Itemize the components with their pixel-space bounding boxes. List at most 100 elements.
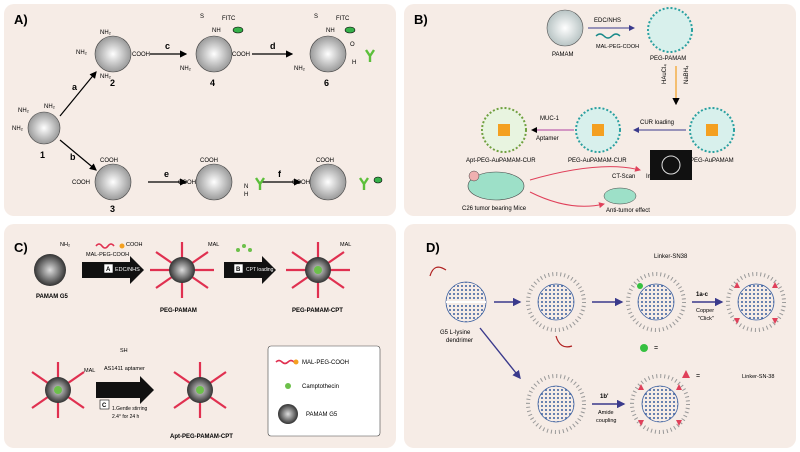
label-arrow-e: d bbox=[270, 41, 276, 51]
label-nh2: NH₂ bbox=[60, 242, 70, 248]
cpt-core-2 bbox=[54, 386, 62, 394]
compound-6: 6 bbox=[324, 78, 329, 88]
sn38-conjugate bbox=[726, 272, 786, 332]
label-malpeg: MAL-PEG-COOH bbox=[596, 44, 639, 50]
label-edc: EDC/NHS bbox=[594, 18, 621, 24]
label-pegaupamamcur: PEG-AuPAMAM-CUR bbox=[568, 158, 627, 164]
group-cooh-6: COOH bbox=[200, 158, 218, 164]
label-apt: Apt-PEG-AuPAMAM-CUR bbox=[466, 158, 536, 164]
group-nh-1: NH bbox=[212, 28, 221, 34]
azide-dot bbox=[637, 283, 643, 289]
label-haucl4: HAuCl₄ bbox=[662, 64, 668, 84]
cpt-dot-3 bbox=[248, 248, 252, 252]
group-cooh-3: COOH bbox=[100, 158, 118, 164]
arrow-d4 bbox=[479, 327, 521, 380]
label-copper: Copper bbox=[696, 308, 714, 314]
pamam-g5 bbox=[34, 254, 66, 286]
compound-2: 2 bbox=[110, 78, 115, 88]
arrow-b bbox=[59, 139, 97, 171]
label-step1: 1a-c bbox=[696, 292, 709, 298]
legend-triangle bbox=[682, 370, 690, 378]
label-arrow-b: b bbox=[70, 152, 76, 162]
group-fitc-2: FITC bbox=[336, 16, 350, 22]
label-antitumor: Anti-tumor effect bbox=[606, 208, 650, 214]
label-click: "Click" bbox=[698, 316, 714, 322]
triangle-marker-5 bbox=[638, 384, 644, 390]
label-ctscan: CT-Scan bbox=[612, 174, 635, 180]
legend-peg-chain bbox=[275, 359, 295, 365]
dendrimer-4 bbox=[195, 35, 233, 73]
pamam-dendrimer bbox=[546, 9, 584, 47]
label-step-c: C bbox=[102, 403, 107, 409]
amide-conjugate bbox=[630, 374, 690, 434]
cpt-dot-1 bbox=[236, 248, 240, 252]
au-core-3 bbox=[498, 124, 510, 136]
group-cooh-8: COOH bbox=[316, 158, 334, 164]
peg-pamam bbox=[647, 7, 693, 53]
legend-label-2: Camptothecin bbox=[302, 384, 339, 390]
malpeg-chain bbox=[595, 33, 621, 39]
label-eq2: = bbox=[696, 373, 700, 380]
compound-3: 3 bbox=[110, 204, 115, 214]
cpt-core bbox=[314, 266, 322, 274]
panel-b-label: B) bbox=[414, 12, 428, 27]
group-nh-2: NH bbox=[326, 28, 335, 34]
group-n-1: N bbox=[244, 184, 248, 190]
triangle-marker-3 bbox=[734, 318, 740, 324]
label-coupling: coupling bbox=[596, 418, 617, 424]
compound-4: 4 bbox=[210, 78, 215, 88]
label-temp: 2.4° for 24 h bbox=[112, 414, 140, 420]
label-linker2: Linker-SN-38 bbox=[742, 374, 774, 380]
triangle-marker-1 bbox=[734, 282, 740, 288]
arrow-step-c bbox=[96, 376, 154, 404]
label-nabh4: NaBH₄ bbox=[684, 65, 690, 84]
label-aptamer: Aptamer bbox=[536, 136, 559, 142]
triangle-marker-2 bbox=[772, 282, 778, 288]
group-h-1: H bbox=[352, 60, 356, 66]
ligand-y-3 bbox=[359, 177, 369, 190]
group-cooh-7: COOH bbox=[292, 180, 310, 186]
au-core-2 bbox=[592, 124, 604, 136]
group-s-1: S bbox=[200, 14, 204, 20]
dendrimer-7 bbox=[309, 163, 347, 201]
fitc-marker-2 bbox=[344, 26, 356, 34]
cpt-core-3 bbox=[196, 386, 204, 394]
label-pamam: PAMAM bbox=[552, 52, 574, 58]
fitc-marker-1 bbox=[232, 26, 244, 34]
label-arrow-c: c bbox=[165, 41, 170, 51]
group-nh2-5: NH₂ bbox=[12, 126, 24, 132]
mouse-icon bbox=[467, 171, 525, 201]
label-g5: G5 L-lysine bbox=[440, 330, 471, 336]
box-step-a bbox=[103, 263, 114, 274]
panel-d-label: D) bbox=[426, 240, 440, 255]
box-step-c bbox=[99, 399, 110, 410]
label-as1411: AS1411 aptamer bbox=[104, 366, 145, 372]
group-nh2-7: NH₂ bbox=[180, 66, 192, 72]
label-cpt: CPT loading bbox=[246, 267, 274, 273]
label-aptpeg: Apt-PEG-PAMAM-CPT bbox=[170, 434, 233, 440]
triangle-marker-7 bbox=[638, 420, 644, 426]
group-cooh-5: COOH bbox=[178, 180, 196, 186]
azide-dendrimer bbox=[626, 272, 686, 332]
dendrimer-5 bbox=[195, 163, 233, 201]
dendrimer-6 bbox=[309, 35, 347, 73]
triangle-marker-8 bbox=[676, 420, 682, 426]
legend-cpt-dot bbox=[285, 383, 291, 389]
label-sh: SH bbox=[120, 348, 128, 354]
ct-image bbox=[650, 150, 692, 180]
label-arrow-f: f bbox=[278, 169, 282, 179]
label-linker: Linker-SN38 bbox=[654, 254, 688, 260]
group-nh2-8: NH₂ bbox=[294, 66, 306, 72]
triangle-marker-6 bbox=[676, 384, 682, 390]
label-mal1: MAL bbox=[208, 242, 219, 248]
label-pegpamam: PEG-PAMAM bbox=[160, 308, 197, 314]
label-edc: EDC/NHS bbox=[115, 267, 140, 273]
group-cooh-2: COOH bbox=[232, 52, 250, 58]
group-nh2-6: NH₂ bbox=[44, 104, 56, 110]
mouse-2-icon bbox=[603, 187, 637, 205]
group-fitc-1: FITC bbox=[222, 16, 236, 22]
label-malpeg: MAL-PEG-COOH bbox=[86, 252, 129, 258]
au-core-1 bbox=[706, 124, 718, 136]
panel-d bbox=[404, 224, 796, 448]
